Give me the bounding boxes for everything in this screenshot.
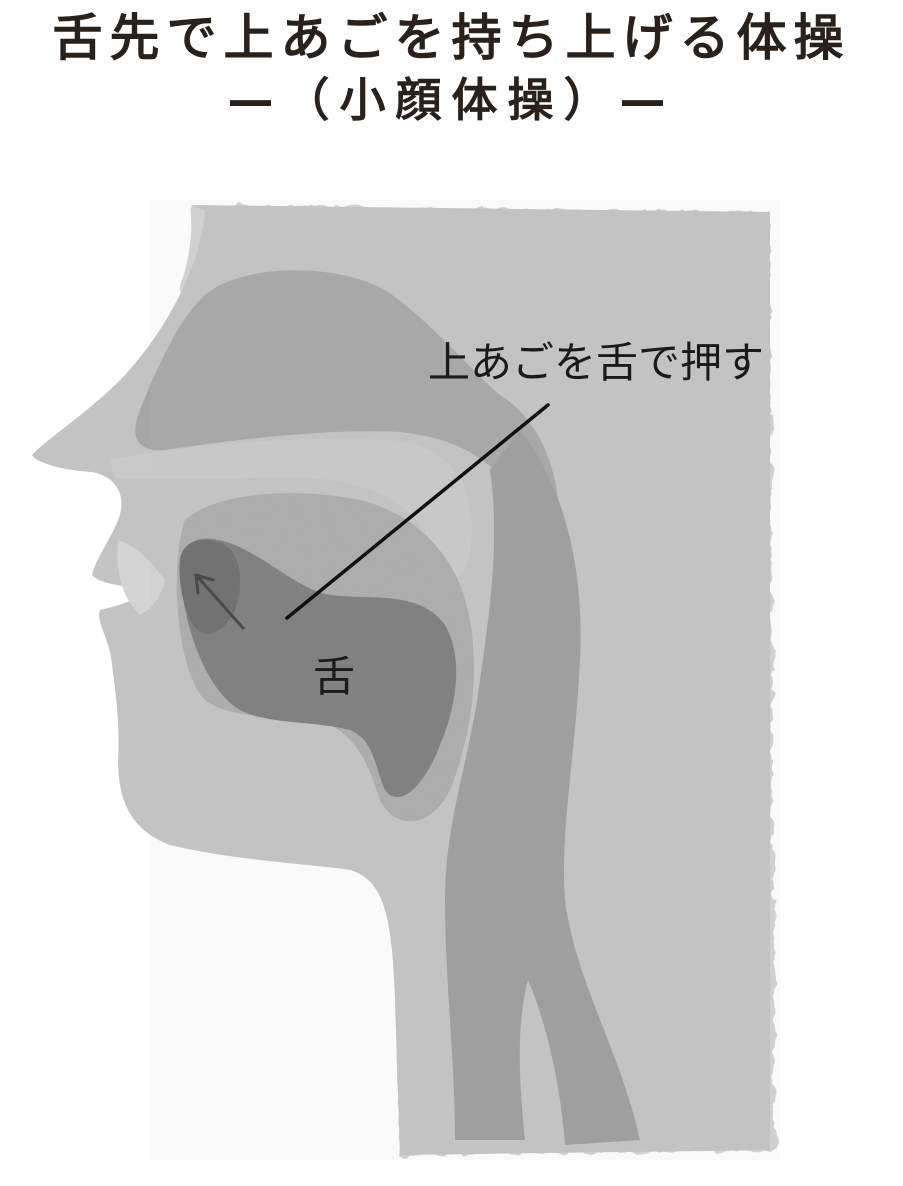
arrow-up-left-icon (194, 573, 245, 630)
page-subtitle: —（小顔体操）— (227, 73, 676, 127)
leader-line (285, 403, 550, 620)
label-tongue: 舌 (313, 652, 356, 701)
label-push-palate: 上あごを舌で押す (428, 338, 765, 387)
grain-overlay (150, 200, 780, 1160)
page-title: 舌先で上あごを持ち上げる体操 (52, 9, 851, 67)
